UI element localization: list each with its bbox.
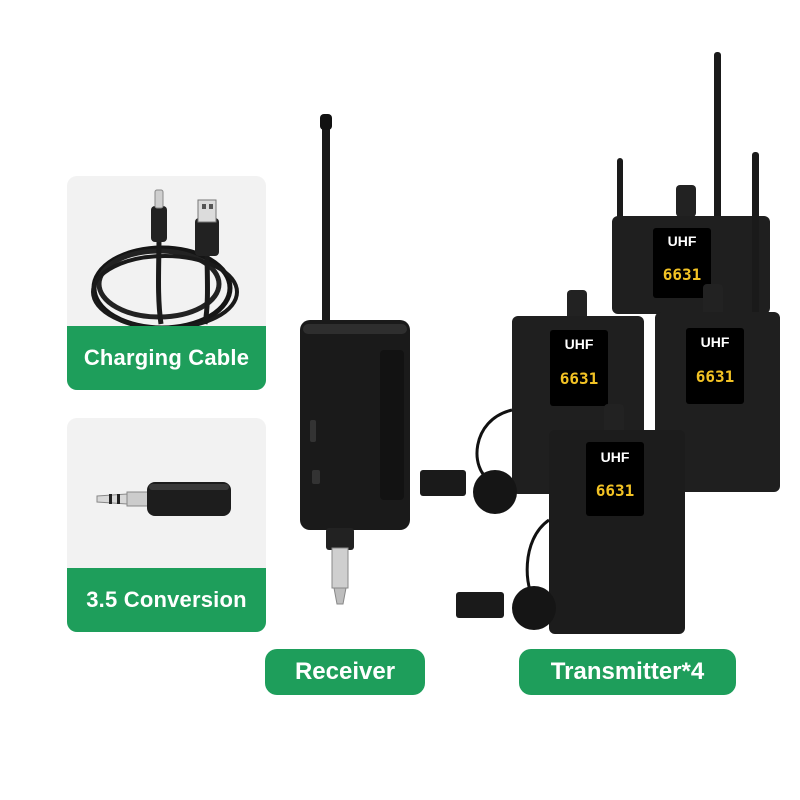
transmitter-front: UHF 6631 bbox=[456, 404, 685, 634]
transmitter-front-digits: 6631 bbox=[596, 481, 635, 500]
charging-cable-label: Charging Cable bbox=[67, 326, 266, 390]
transmitter-top-brand: UHF bbox=[668, 233, 697, 249]
charging-cable-card: Charging Cable bbox=[67, 176, 266, 390]
transmitter-right-brand: UHF bbox=[701, 334, 730, 350]
transmitter-label: Transmitter*4 bbox=[519, 649, 736, 695]
transmitter-top: UHF 6631 bbox=[612, 52, 770, 314]
conversion-card: 3.5 Conversion bbox=[67, 418, 266, 632]
transmitter-right-digits: 6631 bbox=[696, 367, 735, 386]
conversion-label: 3.5 Conversion bbox=[67, 568, 266, 632]
receiver-label: Receiver bbox=[265, 649, 425, 695]
receiver-device bbox=[300, 114, 410, 605]
conversion-adapter-image bbox=[96, 482, 231, 516]
transmitter-front-brand: UHF bbox=[601, 449, 630, 465]
transmitter-top-digits: 6631 bbox=[663, 265, 702, 284]
charging-cable-image bbox=[91, 189, 239, 326]
transmitter-left-brand: UHF bbox=[565, 336, 594, 352]
transmitter-right: UHF 6631 bbox=[655, 152, 780, 492]
transmitter-left-digits: 6631 bbox=[560, 369, 599, 388]
